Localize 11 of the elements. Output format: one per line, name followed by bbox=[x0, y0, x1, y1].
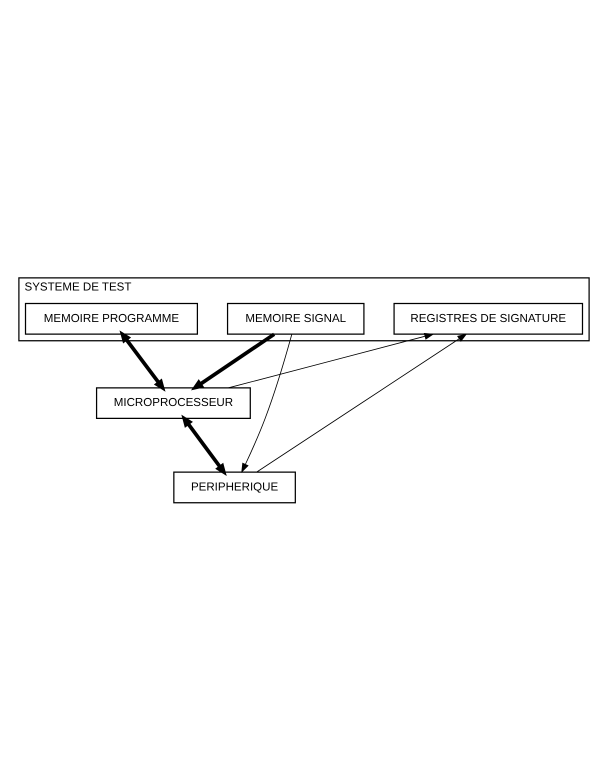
arrow bbox=[241, 333, 292, 473]
arrow bbox=[181, 414, 227, 476]
node-box: REGISTRES DE SIGNATURE bbox=[393, 302, 584, 334]
arrow bbox=[191, 332, 276, 390]
node-box: MICROPROCESSEUR bbox=[96, 386, 251, 419]
node-box: MEMOIRE SIGNAL bbox=[226, 302, 365, 334]
arrow bbox=[228, 332, 434, 388]
node-box: MEMOIRE PROGRAMME bbox=[24, 302, 198, 334]
arrow bbox=[120, 330, 166, 392]
node-box: PERIPHERIQUE bbox=[173, 471, 296, 503]
arrow bbox=[256, 332, 468, 472]
